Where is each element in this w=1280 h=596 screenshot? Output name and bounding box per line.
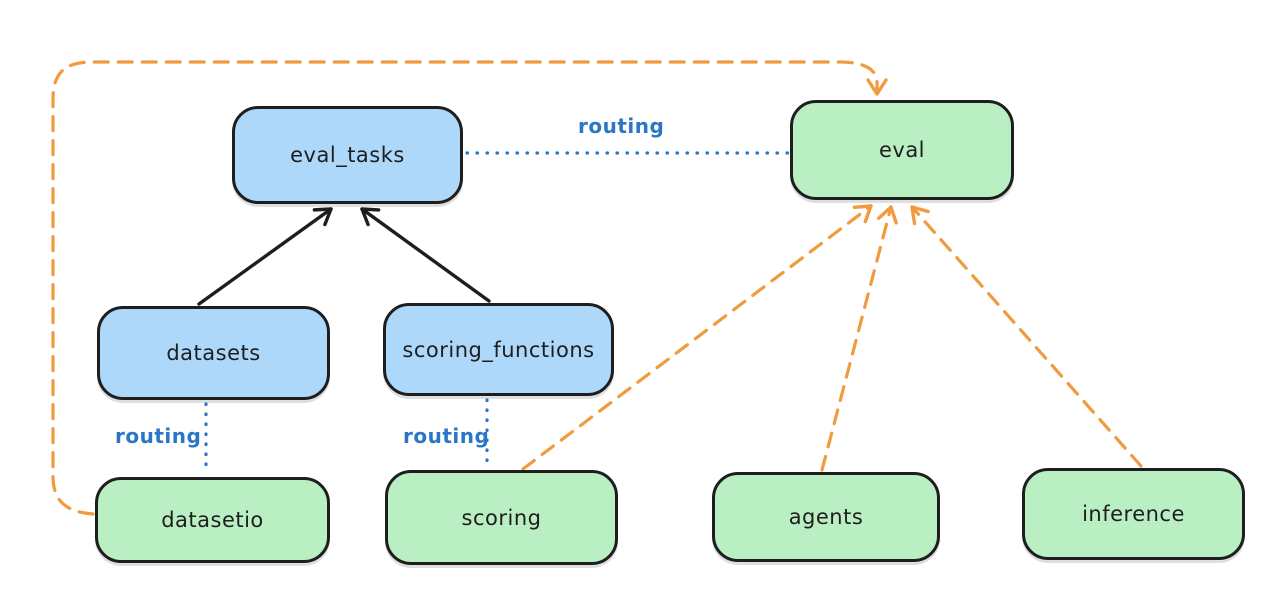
- node-scoring-functions: scoring_functions: [383, 303, 614, 396]
- edge-agents-to-eval: [820, 205, 898, 472]
- node-eval-tasks: eval_tasks: [232, 106, 463, 204]
- node-scoring: scoring: [385, 470, 618, 565]
- routing-label-scoring-functions-scoring: routing: [403, 424, 490, 448]
- node-eval-label: eval: [878, 138, 926, 162]
- edge-inference-to-eval: [910, 205, 1143, 468]
- node-scoring-functions-label: scoring_functions: [402, 337, 595, 362]
- node-eval: eval: [790, 100, 1014, 200]
- node-eval-tasks-label: eval_tasks: [290, 143, 405, 167]
- node-agents-label: agents: [788, 505, 864, 529]
- node-datasets: datasets: [97, 306, 330, 400]
- node-scoring-label: scoring: [461, 505, 542, 530]
- node-agents: agents: [712, 472, 940, 562]
- routing-label-eval-tasks-eval: routing: [578, 114, 665, 138]
- edge-datasetio-to-eval: [51, 60, 888, 516]
- edge-scoring-to-eval: [521, 204, 873, 471]
- edge-datasets-to-eval-tasks: [197, 207, 333, 306]
- node-datasetio: datasetio: [95, 477, 330, 563]
- node-inference: inference: [1022, 468, 1245, 560]
- routing-label-datasets-datasetio: routing: [115, 424, 202, 448]
- node-inference-label: inference: [1082, 502, 1185, 526]
- edge-scoring-functions-to-eval-tasks: [360, 207, 491, 303]
- node-datasets-label: datasets: [166, 341, 261, 365]
- node-datasetio-label: datasetio: [161, 508, 264, 532]
